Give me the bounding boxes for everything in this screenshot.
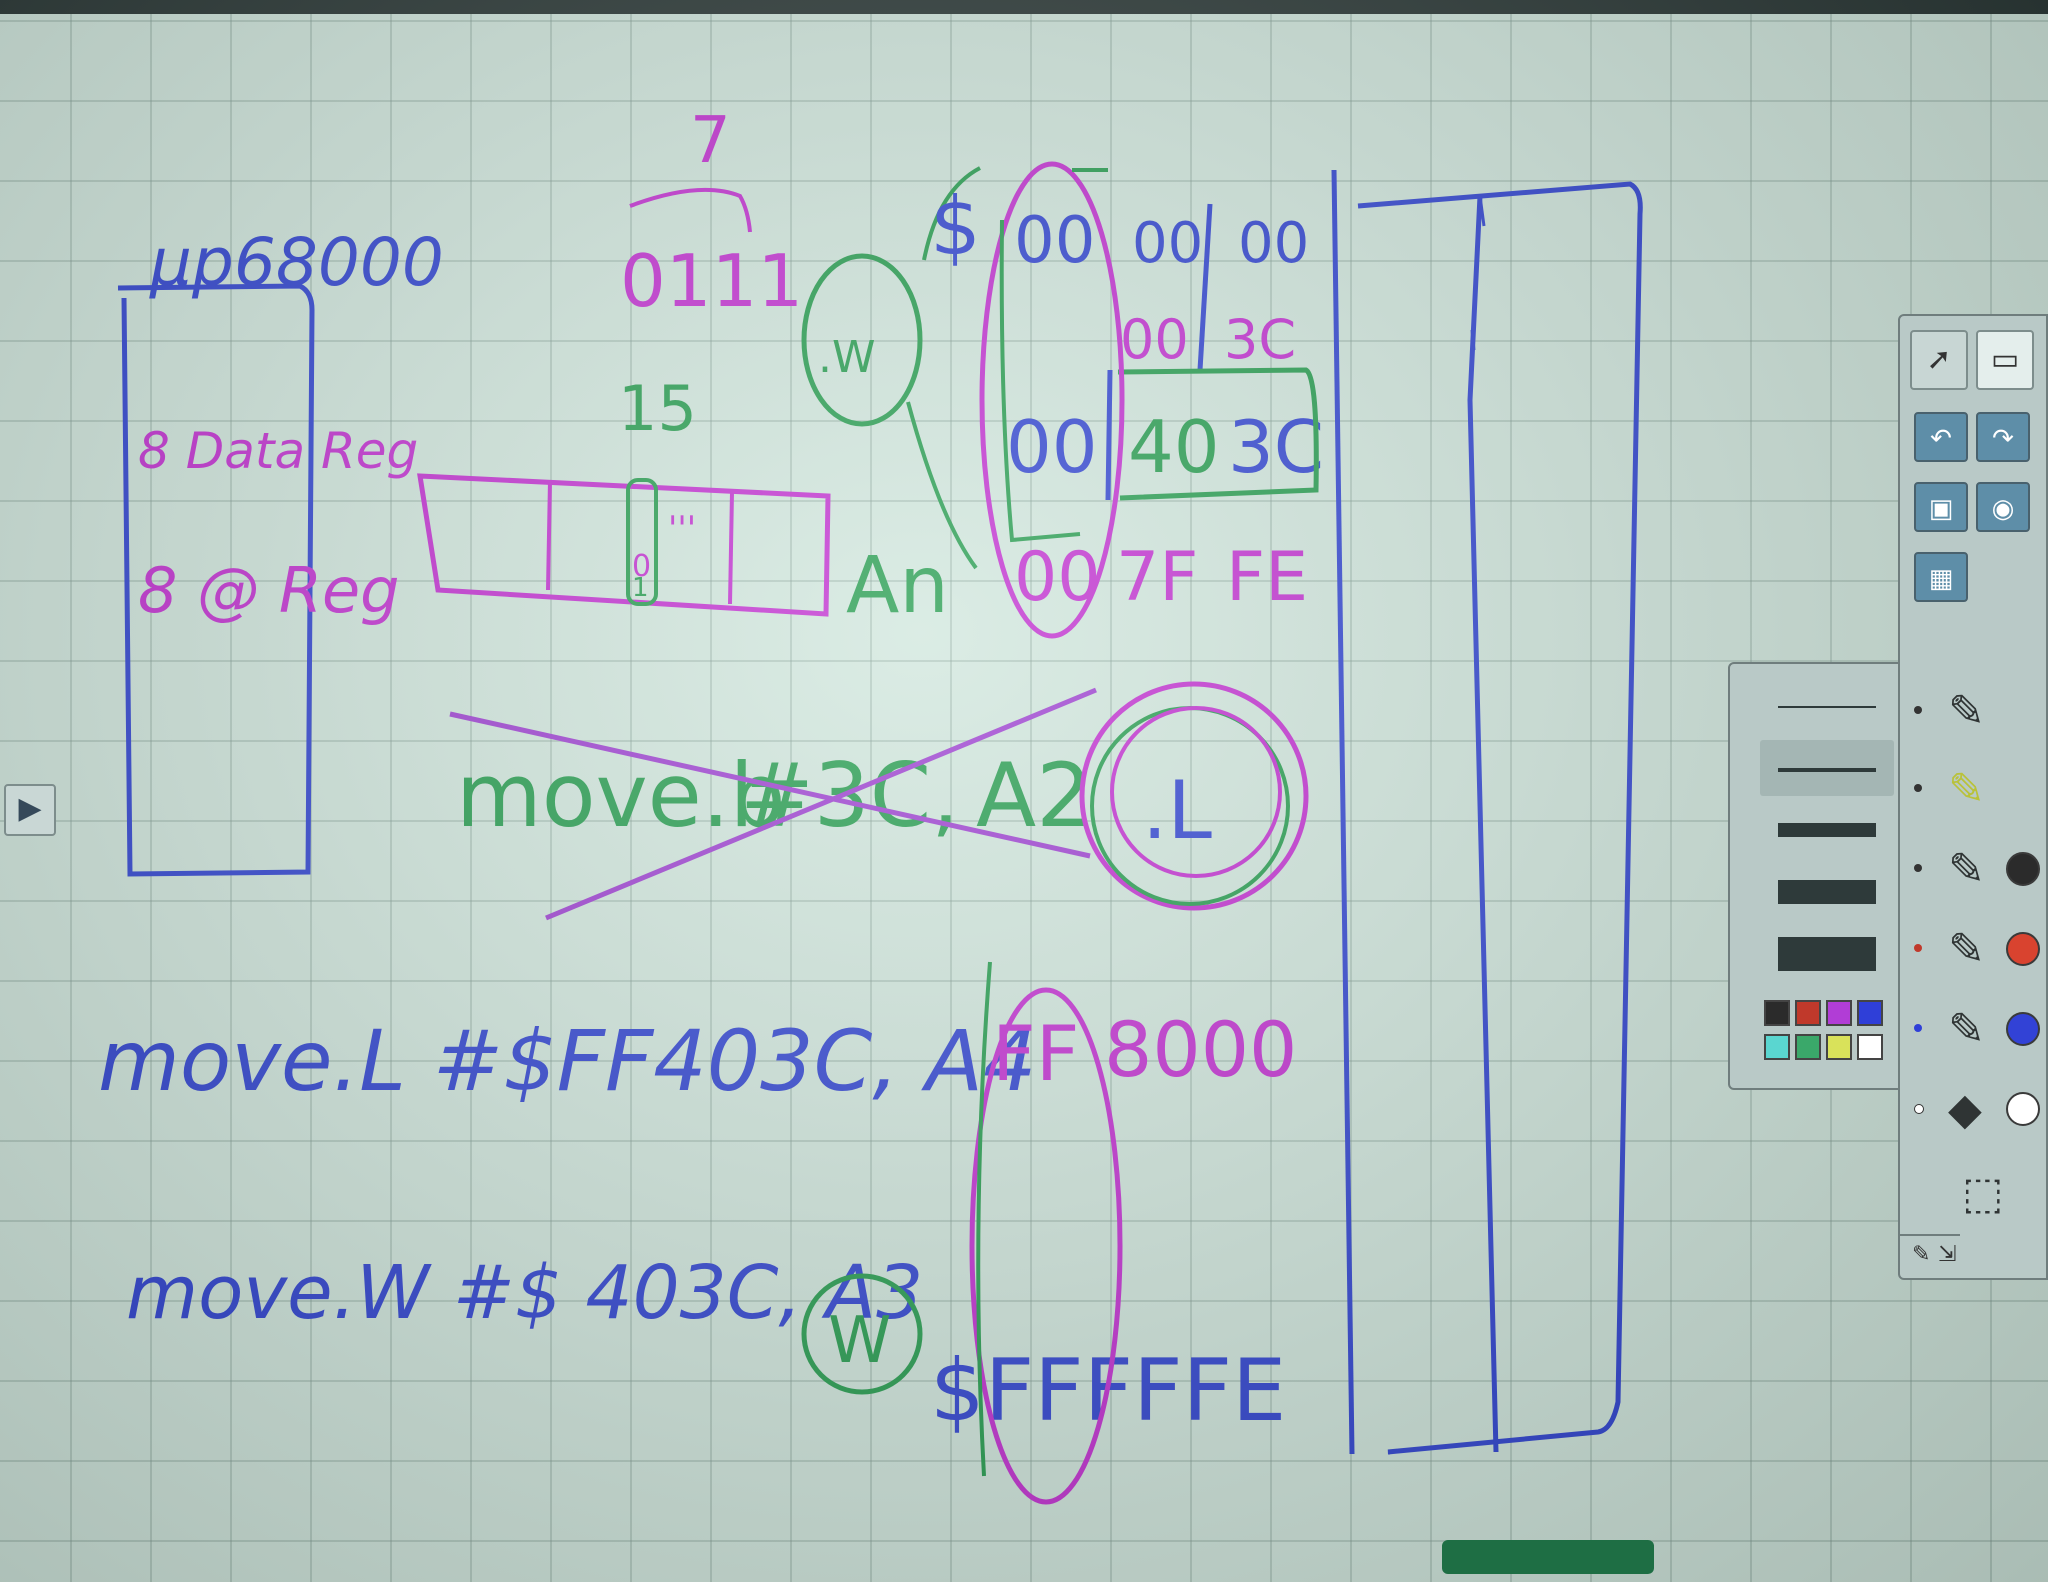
palette-swatch[interactable]: [1857, 1000, 1883, 1026]
pen-red[interactable]: ✎: [1900, 914, 2046, 986]
pen-color-swatch: [2006, 1092, 2040, 1126]
memory-box-outline: [1357, 181, 1643, 1455]
instr-word: move.W #$ 403C, A3: [126, 1250, 923, 1336]
fill-icon: ⬚: [1962, 1168, 2004, 1219]
size-l-circle-outer: [1079, 681, 1309, 911]
an-register-outline: [417, 473, 831, 617]
pen-icon: ✎: [1948, 924, 1985, 975]
hex-row1-a: 00: [1014, 204, 1095, 278]
hex-row4-b: 7F: [1116, 538, 1198, 617]
whiteboard-toolbar: ➚ ▭ ↶ ↷ ▣ ◉ ▦ ✎ ✎ ✎ ✎ ✎ ◆ ⬚ ✎ ⇲: [1898, 314, 2048, 1280]
palette-swatch[interactable]: [1826, 1000, 1852, 1026]
capture-icon[interactable]: ◉: [1976, 482, 2030, 532]
pen-settings-panel: [1728, 662, 1900, 1090]
svg-text:''': ''': [668, 509, 696, 549]
expand-panel-arrow-icon[interactable]: ▶: [4, 784, 56, 836]
hex-row3-c: 3C: [1228, 405, 1324, 489]
pen-blue[interactable]: ✎: [1900, 994, 2046, 1066]
line-width-1[interactable]: [1760, 678, 1894, 734]
palette-swatch[interactable]: [1795, 1000, 1821, 1026]
pointer-icon[interactable]: ➚: [1910, 330, 1968, 390]
hex-row1-b: 00: [1132, 211, 1203, 276]
strike-line-1: [449, 711, 1091, 859]
pen-thin[interactable]: ✎: [1900, 676, 2046, 748]
svg-text:1: 1: [632, 573, 649, 603]
hex-row3-a: 00: [1006, 405, 1098, 489]
pen-mini-icon[interactable]: ✎: [1912, 1242, 1931, 1267]
redo-icon[interactable]: ↷: [1976, 412, 2030, 462]
bits-0111: 0111: [620, 239, 803, 323]
strike-line-2: [545, 687, 1097, 921]
pen-color-swatch: [2006, 932, 2040, 966]
hex-row2-b: 00: [1120, 308, 1189, 371]
palette-swatch[interactable]: [1764, 1034, 1790, 1060]
bit-brace: [629, 187, 752, 233]
eraser[interactable]: ◆: [1900, 1074, 2046, 1146]
register-box-line2: 8 @ Reg: [138, 554, 399, 627]
bit-label-15: 15: [618, 372, 697, 445]
palette-swatch[interactable]: [1795, 1034, 1821, 1060]
undo-icon[interactable]: ↶: [1914, 412, 1968, 462]
color-palette: [1764, 1000, 1890, 1070]
palette-swatch[interactable]: [1826, 1034, 1852, 1060]
pen-color-swatch: [2006, 1012, 2040, 1046]
size-w-bottom: W: [828, 1304, 891, 1378]
lower-hex-circle-mag: [969, 987, 1123, 1505]
fill-tool[interactable]: ⬚: [1900, 1158, 2046, 1230]
line-width-5[interactable]: [1760, 926, 1894, 982]
instr-long: move.L #$FF403C, A4: [98, 1012, 1037, 1110]
crossed-op: move.b: [456, 744, 786, 847]
crossed-dst: A2: [976, 744, 1092, 847]
pen-icon: ✎: [1948, 686, 1985, 737]
size-w-circle-top: [801, 253, 923, 427]
register-box-outline: [117, 283, 315, 877]
pen-icon: ✎: [1948, 844, 1985, 895]
hex-row2-c: 3C: [1224, 308, 1296, 371]
hex-row1-c: 00: [1238, 211, 1309, 276]
pen-icon: ✎: [1948, 1004, 1985, 1055]
size-w-top: .W: [818, 332, 876, 383]
palette-swatch[interactable]: [1857, 1034, 1883, 1060]
line-width-2[interactable]: [1760, 740, 1894, 796]
eraser-tab-icon[interactable]: ▭: [1976, 330, 2034, 390]
size-w-circle-bottom: [801, 1273, 923, 1395]
hex-row3-b: 40: [1128, 405, 1220, 489]
register-label-an: An: [846, 541, 949, 631]
highlighter[interactable]: ✎: [1900, 754, 2046, 826]
pen-color-swatch: [2006, 852, 2040, 886]
palette-swatch[interactable]: [1764, 1000, 1790, 1026]
lower-hex-top-a: FF: [992, 1009, 1079, 1098]
export-icon[interactable]: ⇲: [1938, 1242, 1957, 1267]
register-box-line1: 8 Data Reg: [138, 422, 418, 480]
highlighter-icon: ✎: [1948, 764, 1985, 815]
image-icon[interactable]: ▦: [1914, 552, 1968, 602]
bit-label-7: 7: [690, 104, 731, 178]
line-width-4[interactable]: [1760, 864, 1894, 920]
memory-left-line: [1331, 169, 1355, 1455]
hex-column-circle-mag: [979, 161, 1125, 639]
hex-row4-c: FE: [1226, 538, 1308, 617]
eraser-icon: ◆: [1948, 1084, 1982, 1135]
hex-dollar: $: [930, 180, 981, 273]
board-frame-top: [0, 0, 2048, 14]
size-l: .L: [1142, 764, 1212, 857]
heading-mp68000: μp68000: [149, 224, 444, 301]
pen-black[interactable]: ✎: [1900, 834, 2046, 906]
svg-text:0: 0: [632, 549, 651, 584]
line-width-3[interactable]: [1760, 802, 1894, 858]
pen-tray: [1442, 1540, 1654, 1574]
camera-icon[interactable]: ▣: [1914, 482, 1968, 532]
lower-hex-top-b: 8000: [1104, 1005, 1297, 1094]
